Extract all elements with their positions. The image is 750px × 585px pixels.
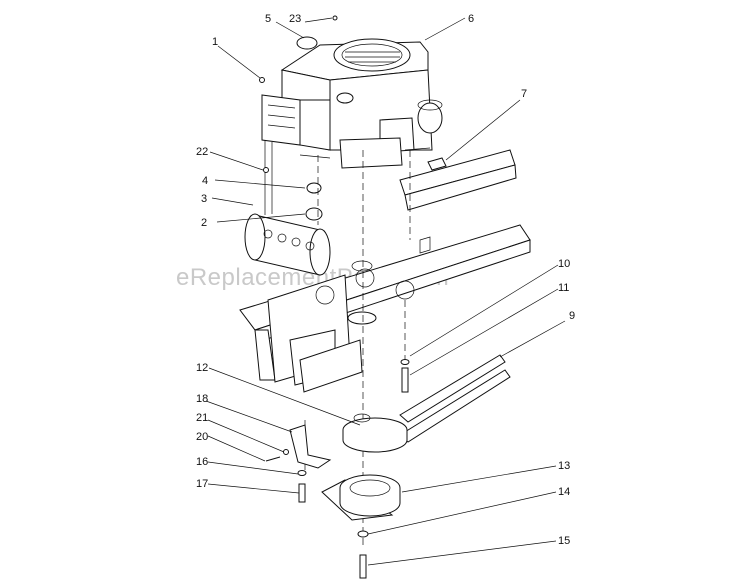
guard-bracket — [289, 424, 332, 469]
exhaust-gasket — [306, 182, 322, 194]
guard-bolt — [298, 483, 306, 503]
muffler — [244, 140, 331, 276]
pulley — [342, 413, 408, 453]
callout-22: 22 — [196, 146, 208, 158]
muffler-top-bolt — [259, 77, 265, 83]
callout-6: 6 — [468, 13, 474, 25]
callout-9: 9 — [569, 310, 575, 322]
oil-fill-cap — [296, 36, 318, 50]
engine — [261, 38, 443, 169]
callout-12: 12 — [196, 362, 208, 374]
guard-washer — [297, 470, 307, 476]
callout-3: 3 — [201, 193, 207, 205]
callout-21: 21 — [196, 412, 208, 424]
mount-bolt — [401, 367, 409, 393]
engine-deck-frame — [239, 149, 531, 393]
muffler-bolt — [263, 167, 269, 173]
clutch-washer — [357, 530, 369, 538]
callout-20: 20 — [196, 431, 208, 443]
exhaust-gasket-lower — [305, 207, 323, 221]
callout-10: 10 — [558, 258, 570, 270]
callout-23: 23 — [289, 13, 301, 25]
callout-17: 17 — [196, 478, 208, 490]
callout-18: 18 — [196, 393, 208, 405]
engine-small-bolt — [332, 15, 338, 21]
electric-clutch — [321, 474, 401, 521]
callout-4: 4 — [202, 175, 208, 187]
callout-14: 14 — [558, 486, 570, 498]
callout-1: 1 — [212, 36, 218, 48]
washer — [400, 359, 410, 365]
belt-upper — [399, 354, 506, 423]
callout-13: 13 — [558, 460, 570, 472]
callout-7: 7 — [521, 88, 527, 100]
callout-11: 11 — [558, 282, 569, 294]
fuel-fitting — [427, 157, 447, 171]
callout-15: 15 — [558, 535, 570, 547]
bracket-nut — [283, 449, 289, 455]
callout-2: 2 — [201, 217, 207, 229]
bracket-bolt — [265, 456, 281, 462]
callout-5: 5 — [265, 13, 271, 25]
clutch-bolt — [359, 554, 367, 579]
leader-lines — [205, 17, 566, 566]
callout-16: 16 — [196, 456, 208, 468]
